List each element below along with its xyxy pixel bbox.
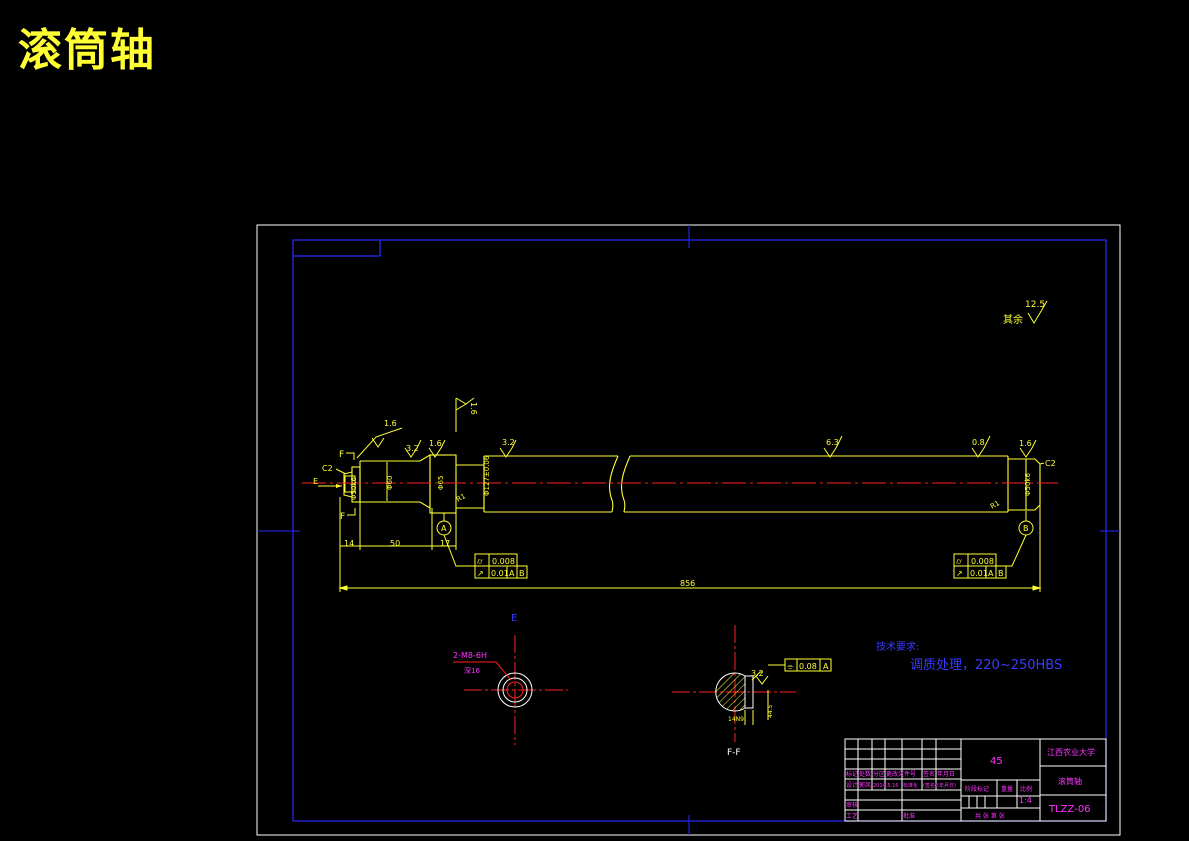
- svg-text:0.008: 0.008: [492, 557, 515, 566]
- svg-text:0.01: 0.01: [970, 569, 988, 578]
- svg-text:B: B: [998, 569, 1004, 578]
- svg-text:A: A: [509, 569, 515, 578]
- svg-text:更改文件号: 更改文件号: [886, 770, 916, 778]
- title-block-scale: 1:4: [1019, 796, 1032, 805]
- svg-text:1.6: 1.6: [384, 419, 397, 428]
- svg-text:B: B: [519, 569, 525, 578]
- svg-text:⌭: ⌭: [956, 557, 962, 566]
- svg-text:Φ127±0.06: Φ127±0.06: [483, 455, 491, 496]
- chamfer-right: C2: [1045, 459, 1056, 468]
- svg-text:设计: 设计: [846, 781, 858, 789]
- shaft-outline: [343, 454, 1041, 514]
- svg-text:3.2: 3.2: [406, 444, 419, 453]
- tolerance-frame-right: ⌭ 0.008 ↗ 0.01 A B: [953, 534, 1027, 579]
- inner-border: [292, 239, 1107, 822]
- svg-text:工艺: 工艺: [846, 812, 858, 820]
- section-f-dim1: 14N9: [728, 716, 744, 723]
- svg-text:比例: 比例: [1020, 785, 1032, 793]
- svg-text:签名: 签名: [923, 770, 935, 778]
- section-f-dim2: 44.5: [767, 704, 774, 718]
- svg-text:0.08: 0.08: [799, 662, 817, 671]
- fillet-left: R1: [455, 492, 467, 504]
- corner-tab: [293, 240, 381, 257]
- roughness-symbols: [356, 397, 1037, 459]
- svg-text:(签名): (签名): [923, 782, 937, 789]
- svg-text:↗: ↗: [956, 569, 963, 578]
- svg-text:A: A: [988, 569, 994, 578]
- dimension-values: 14 50 17 856: [344, 539, 695, 588]
- svg-text:0.01: 0.01: [491, 569, 509, 578]
- fillet-right: R1: [989, 499, 1001, 511]
- section-f-label: F-F: [727, 748, 741, 758]
- svg-text:江西农业大学: 江西农业大学: [1047, 747, 1095, 757]
- svg-text:6.3: 6.3: [826, 438, 839, 447]
- view-e-depth: 深16: [464, 666, 480, 675]
- datum-b: B: [1018, 511, 1034, 536]
- dimension-lines: [338, 497, 1042, 592]
- other-roughness-value: 12.5: [1025, 300, 1045, 310]
- svg-text:2014.5.16: 2014.5.16: [873, 783, 898, 789]
- svg-text:A: A: [823, 662, 829, 671]
- svg-text:B: B: [1023, 524, 1029, 533]
- svg-text:E: E: [313, 477, 318, 486]
- svg-text:↗: ↗: [477, 569, 484, 578]
- svg-text:年月日: 年月日: [937, 770, 955, 778]
- roughness-values: 1.6 3.2 1.6 1.6 3.2 6.3 0.8 1.6: [384, 402, 1032, 453]
- svg-text:0.008: 0.008: [971, 557, 994, 566]
- svg-text:Φ50k6: Φ50k6: [1024, 473, 1032, 496]
- svg-text:分区: 分区: [873, 770, 885, 778]
- svg-text:阶段标记: 阶段标记: [965, 785, 989, 793]
- page-title: 滚筒轴: [18, 25, 156, 76]
- svg-text:F: F: [340, 512, 345, 522]
- svg-text:郭凤: 郭凤: [859, 781, 871, 789]
- svg-text:Φ50k6: Φ50k6: [350, 477, 358, 500]
- view-arrow-e: E: [313, 477, 342, 488]
- svg-text:标准化: 标准化: [903, 782, 918, 789]
- tech-req-text: 调质处理，220~250HBS: [910, 658, 1062, 673]
- datum-a: A: [436, 513, 452, 536]
- svg-text:Φ65: Φ65: [437, 476, 445, 490]
- svg-text:⌭: ⌭: [477, 557, 483, 566]
- svg-text:F: F: [339, 450, 344, 460]
- svg-text:856: 856: [680, 579, 695, 588]
- tech-req-title: 技术要求:: [876, 640, 919, 653]
- other-roughness-note: 其余 12.5: [1003, 300, 1048, 326]
- svg-text:50: 50: [390, 539, 400, 548]
- title-block-drawing-no: TLZZ-06: [1048, 804, 1091, 815]
- svg-text:批准: 批准: [903, 812, 915, 820]
- diameter-labels: Φ50k6 Φ60 Φ65 Φ127±0.06 Φ50k6: [350, 455, 1032, 500]
- svg-text:1.6: 1.6: [429, 439, 442, 448]
- chamfer-left: C2: [322, 464, 333, 473]
- svg-text:滚筒轴: 滚筒轴: [1058, 776, 1082, 786]
- svg-text:标记: 标记: [846, 770, 858, 778]
- svg-text:14: 14: [344, 539, 354, 548]
- centering-marks: [257, 225, 1120, 835]
- svg-text:17: 17: [440, 539, 450, 548]
- svg-text:(年月日): (年月日): [937, 782, 956, 789]
- other-roughness-label: 其余: [1003, 313, 1023, 326]
- section-f-roughness: 3.2: [751, 669, 764, 678]
- view-e: E 2-M8-6H 深16: [453, 613, 568, 745]
- svg-text:0.8: 0.8: [972, 438, 985, 447]
- view-e-callout: 2-M8-6H: [453, 651, 487, 660]
- svg-text:Φ60: Φ60: [386, 476, 394, 490]
- section-mark-f: F F: [339, 450, 356, 522]
- section-f: 3.2 ⌯ 0.08 A 14N9 44.5 F-F: [672, 625, 832, 758]
- svg-text:重量: 重量: [1001, 785, 1013, 793]
- view-e-label: E: [511, 613, 517, 624]
- svg-text:1.6: 1.6: [1019, 439, 1032, 448]
- svg-text:处数: 处数: [859, 770, 871, 778]
- svg-text:⌯: ⌯: [787, 662, 794, 671]
- svg-text:审核: 审核: [846, 801, 858, 809]
- outer-frame: [256, 224, 1121, 836]
- svg-text:1.6: 1.6: [469, 402, 478, 415]
- svg-text:A: A: [441, 524, 447, 533]
- title-block: 标记 处数 分区 更改文件号 签名 年月日 设计 郭凤 2014.5.16 标准…: [844, 738, 1107, 822]
- svg-text:3.2: 3.2: [502, 438, 515, 447]
- tolerance-frame-left: ⌭ 0.008 ↗ 0.01 A B: [443, 534, 528, 579]
- svg-text:共 张 第 张: 共 张 第 张: [975, 812, 1005, 820]
- center-hole: [344, 475, 356, 493]
- title-block-material: 45: [990, 756, 1003, 767]
